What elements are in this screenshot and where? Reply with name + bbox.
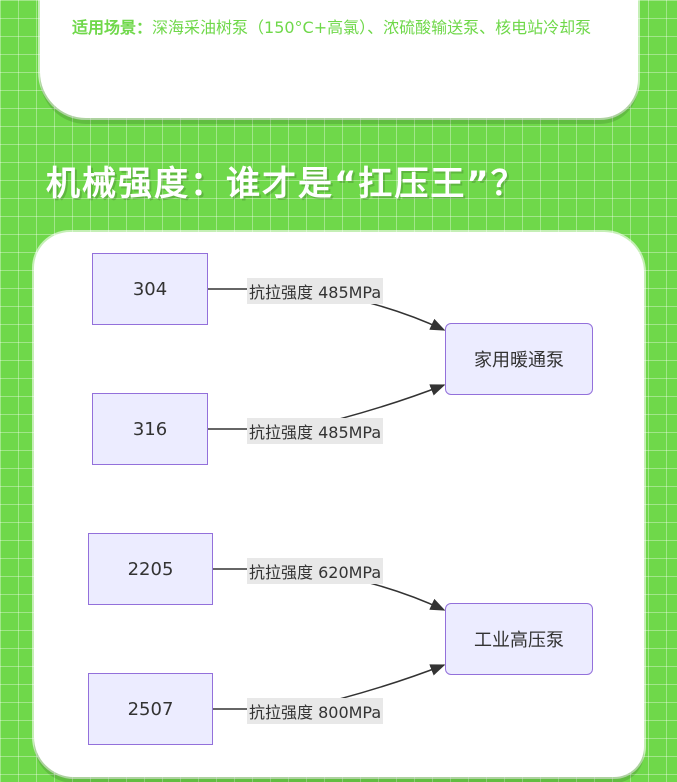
scenario-text: 适用场景：深海采油树泵（150°C+高氯）、浓硫酸输送泵、核电站冷却泵	[72, 12, 632, 44]
scenario-value: 深海采油树泵（150°C+高氯）、浓硫酸输送泵、核电站冷却泵	[152, 18, 592, 37]
section-title: 机械强度：谁才是“扛压王”？	[46, 164, 527, 204]
edge-label-2205: 抗拉强度 620MPa	[247, 558, 384, 584]
scenario-card: 适用场景：深海采油树泵（150°C+高氯）、浓硫酸输送泵、核电站冷却泵	[40, 0, 638, 118]
node-2205: 2205	[88, 533, 213, 605]
node-home-pump: 家用暖通泵	[445, 323, 593, 395]
node-industrial-pump: 工业高压泵	[445, 603, 593, 675]
scenario-label: 适用场景：	[72, 18, 153, 37]
edge-label-304: 抗拉强度 485MPa	[247, 278, 384, 304]
node-2507: 2507	[88, 673, 213, 745]
node-316: 316	[92, 393, 208, 465]
node-304: 304	[92, 253, 208, 325]
edge-label-316: 抗拉强度 485MPa	[247, 418, 384, 444]
edge-label-2507: 抗拉强度 800MPa	[247, 698, 384, 724]
